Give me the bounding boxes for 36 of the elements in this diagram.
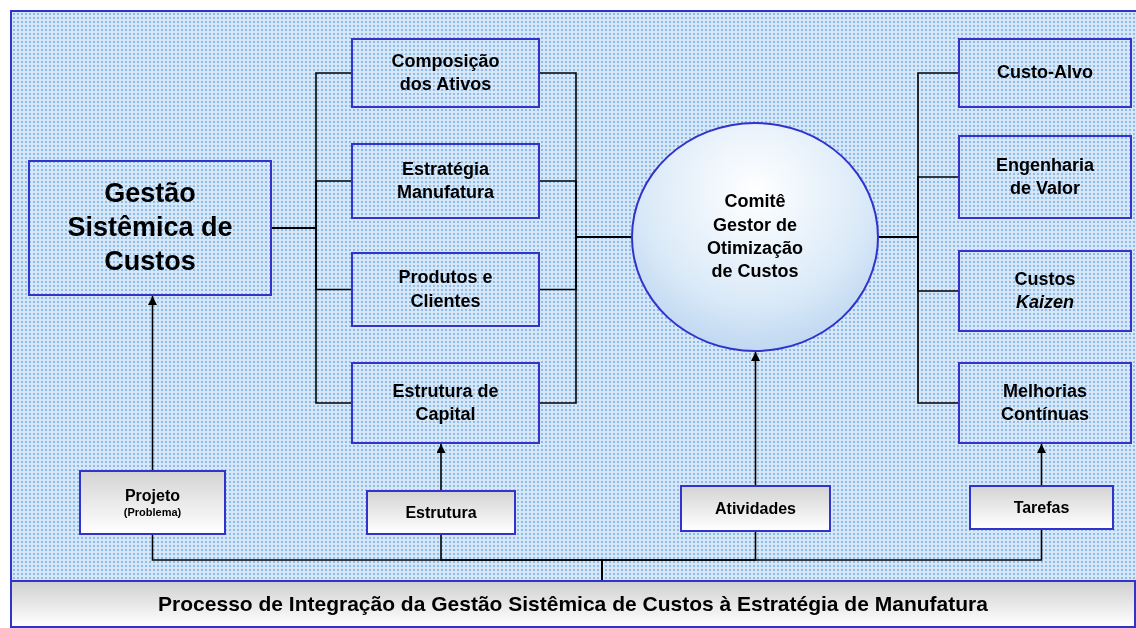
connector	[148, 295, 157, 471]
connector	[436, 443, 446, 491]
node-text: Estrutura	[405, 503, 477, 522]
process-box	[958, 135, 1132, 219]
node-text: Estratégia Manufatura	[396, 157, 495, 204]
process-box	[28, 160, 272, 296]
node-text: Composição dos Ativos	[390, 49, 501, 96]
connector	[878, 236, 959, 404]
input-box	[366, 490, 516, 535]
process-box	[351, 362, 540, 444]
process-box	[958, 250, 1132, 332]
node-text: Projeto	[124, 486, 181, 505]
process-box	[351, 252, 540, 327]
process-box	[351, 143, 540, 219]
connector	[1037, 443, 1046, 486]
process-box	[351, 38, 540, 108]
title-band	[10, 580, 1136, 628]
node-text: Melhorias Contínuas	[1000, 379, 1090, 426]
node-text: Processo de Integração da Gestão Sistêmica de Custos à Estratégia de Manufatura	[158, 592, 988, 616]
node-text: Custos Kaizen	[1013, 267, 1077, 314]
process-box	[958, 362, 1132, 444]
connector	[539, 236, 632, 404]
node-text: Tarefas	[1013, 498, 1070, 517]
node-text: Engenharia de Valor	[995, 153, 1095, 200]
node-text: Atividades	[715, 499, 796, 518]
input-box	[79, 470, 226, 535]
process-box	[958, 38, 1132, 108]
node-text: Gestão Sistêmica de Custos	[66, 177, 234, 278]
node-text: Custo-Alvo	[997, 61, 1093, 85]
node-text: Estrutura de Capital	[391, 379, 500, 426]
node-text: Comitê Gestor de Otimização de Custos	[706, 190, 804, 284]
node-text: Produtos e Clientes	[397, 266, 494, 313]
node-text: (Problema)	[123, 506, 182, 519]
connector	[751, 351, 760, 486]
input-box	[969, 485, 1114, 530]
input-box	[680, 485, 831, 532]
